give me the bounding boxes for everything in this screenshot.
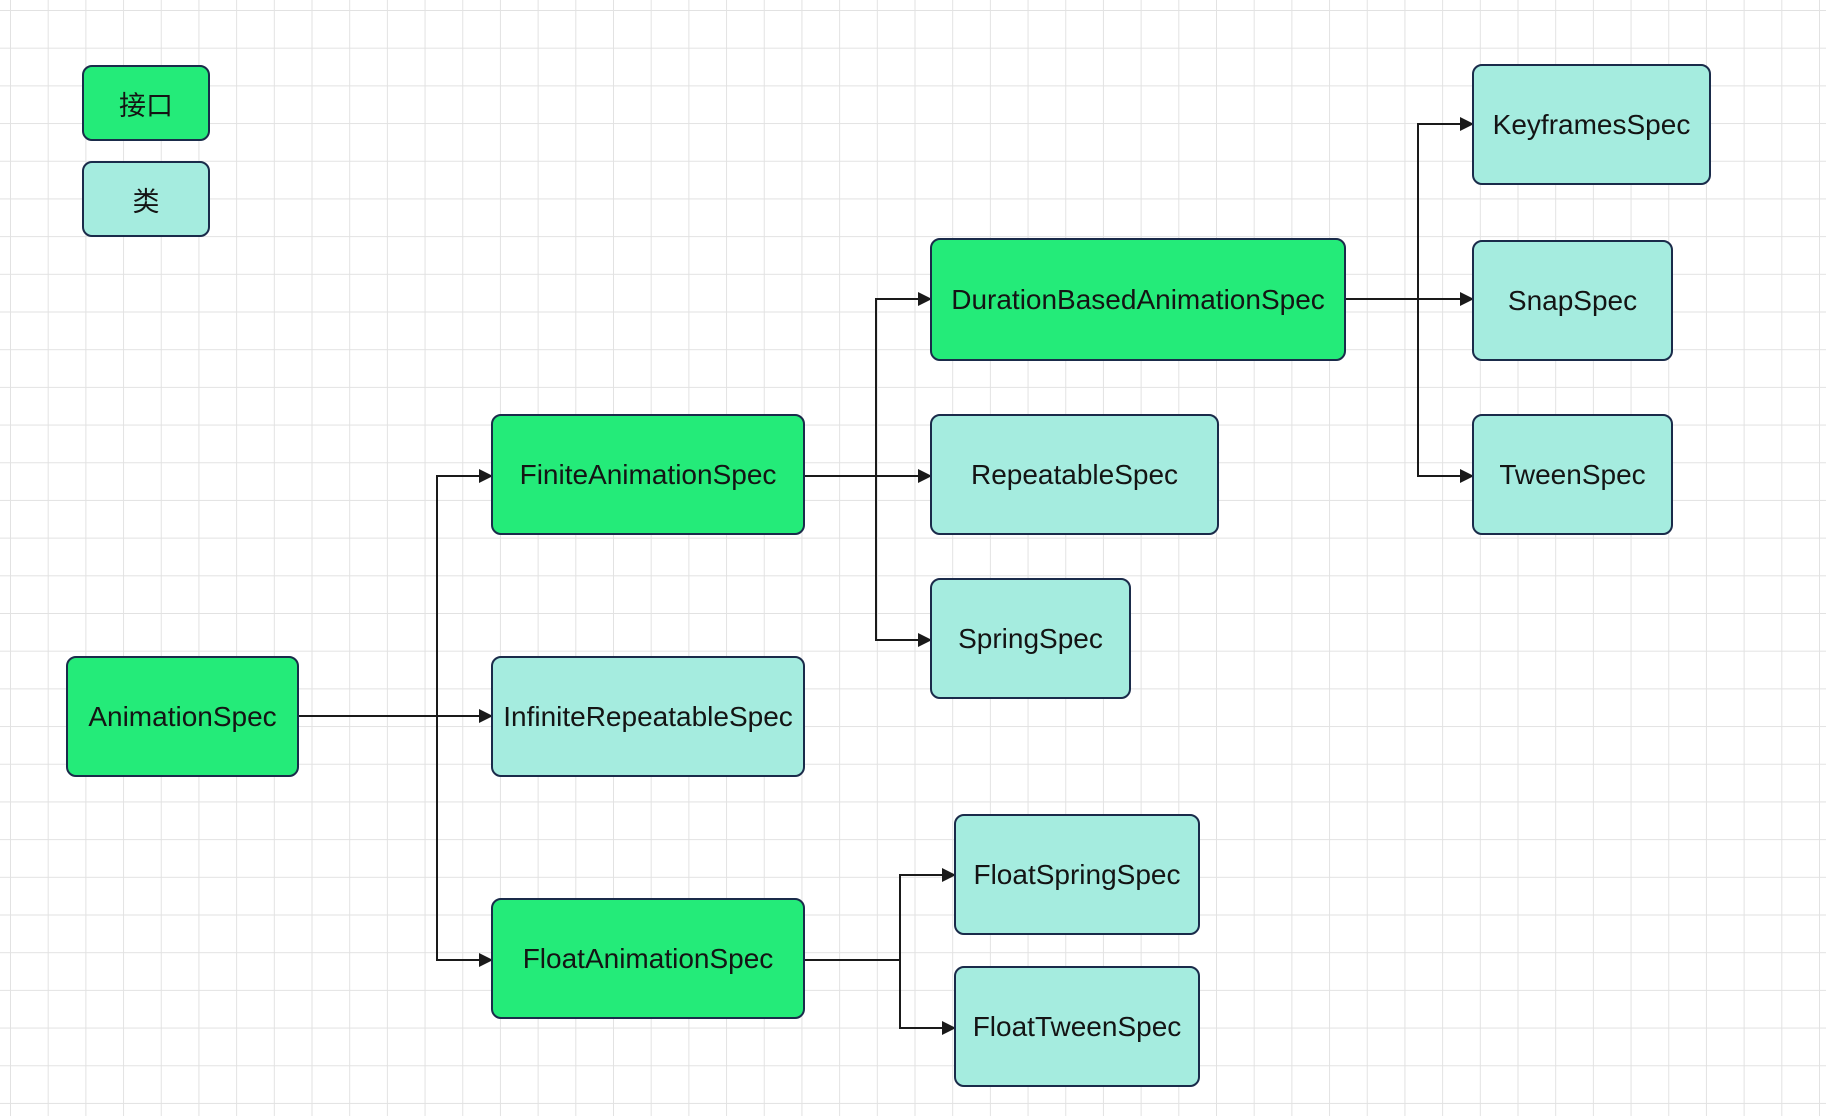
legend-class: 类 [82, 161, 210, 237]
legend-interface-label: 接口 [119, 90, 173, 121]
node-label: InfiniteRepeatableSpec [503, 700, 793, 732]
edge-float-to-float-tween [899, 960, 956, 1035]
node-label: FloatSpringSpec [973, 858, 1181, 890]
node-float-tween-spec[interactable]: FloatTweenSpec [954, 966, 1200, 1087]
legend-class-label: 类 [132, 186, 160, 217]
node-snap-spec[interactable]: SnapSpec [1472, 240, 1673, 361]
node-animation-spec[interactable]: AnimationSpec [66, 656, 299, 777]
legend-interface: 接口 [82, 65, 210, 141]
node-label: FiniteAnimationSpec [519, 458, 777, 490]
node-label: RepeatableSpec [970, 458, 1179, 490]
edge-duration-to-tween [1417, 299, 1474, 483]
node-label: SpringSpec [958, 622, 1103, 654]
node-label: DurationBasedAnimationSpec [951, 283, 1325, 315]
node-float-animation-spec[interactable]: FloatAnimationSpec [491, 898, 805, 1019]
node-label: AnimationSpec [88, 700, 277, 732]
node-infinite-repeatable-spec[interactable]: InfiniteRepeatableSpec [491, 656, 805, 777]
node-label: FloatTweenSpec [972, 1010, 1182, 1042]
node-float-spring-spec[interactable]: FloatSpringSpec [954, 814, 1200, 935]
node-tween-spec[interactable]: TweenSpec [1472, 414, 1673, 535]
node-label: TweenSpec [1499, 458, 1646, 490]
node-keyframes-spec[interactable]: KeyframesSpec [1472, 64, 1711, 185]
node-label: FloatAnimationSpec [522, 942, 774, 974]
edge-finite-to-spring [875, 476, 932, 647]
edge-animation-to-float [436, 716, 493, 967]
node-finite-animation-spec[interactable]: FiniteAnimationSpec [491, 414, 805, 535]
node-label: SnapSpec [1507, 284, 1638, 316]
node-spring-spec[interactable]: SpringSpec [930, 578, 1131, 699]
edge-animation-to-finite [299, 469, 493, 717]
node-repeatable-spec[interactable]: RepeatableSpec [930, 414, 1219, 535]
node-duration-based-animation-spec[interactable]: DurationBasedAnimationSpec [930, 238, 1346, 361]
edge-duration-to-keyframes [1346, 117, 1474, 300]
edge-float-to-float-spring [805, 868, 956, 961]
edge-finite-to-duration-based [805, 292, 932, 477]
node-label: KeyframesSpec [1492, 108, 1691, 140]
